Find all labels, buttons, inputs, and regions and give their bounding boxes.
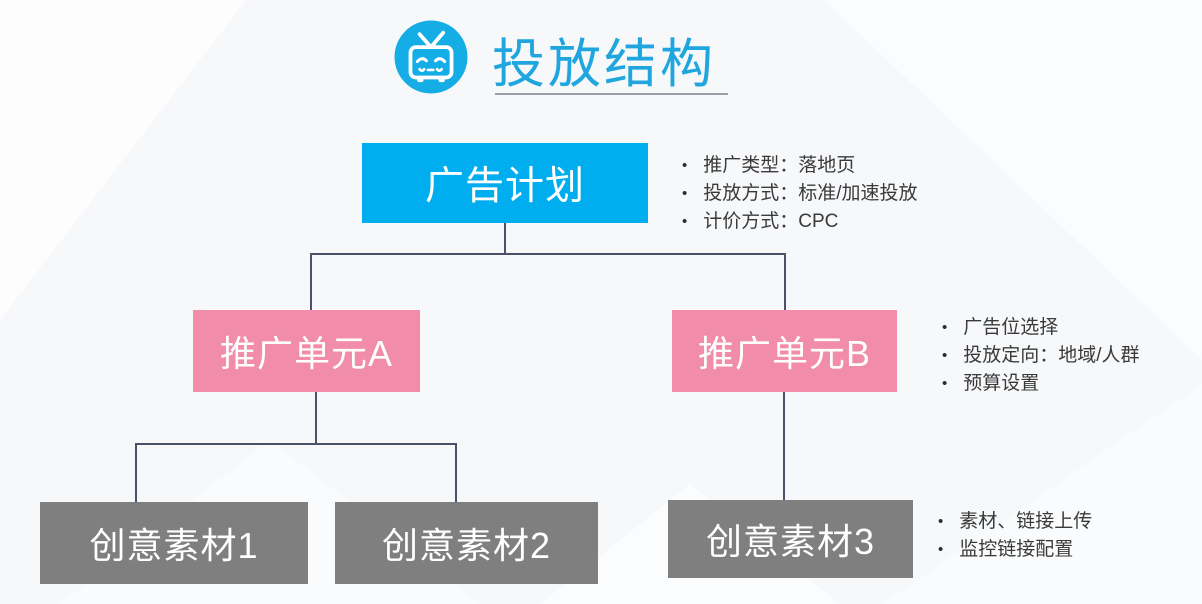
connector-to-creative-3	[783, 392, 785, 500]
bullet-icon: •	[682, 157, 688, 174]
node-unit-b: 推广单元B	[672, 310, 897, 392]
connector-to-unit-a	[310, 253, 312, 310]
node-creative-2: 创意素材2	[335, 502, 598, 584]
node-creative-3: 创意素材3	[668, 500, 913, 578]
note-text: 推广类型：落地页	[703, 155, 856, 176]
page-title: 投放结构	[492, 35, 716, 94]
note-item: • 素材、链接上传	[938, 508, 1092, 536]
background-triangle	[882, 384, 1202, 604]
note-item: • 监控链接配置	[938, 536, 1092, 564]
note-item: • 投放方式：标准/加速投放	[682, 180, 918, 208]
creative-notes-list: • 素材、链接上传 • 监控链接配置	[938, 508, 1092, 564]
connector-plan-branch	[310, 253, 786, 255]
node-ad-plan: 广告计划	[362, 143, 648, 223]
connector-unit-a-branch	[135, 443, 457, 445]
unit-notes-list: • 广告位选择 • 投放定向：地域/人群 • 预算设置	[942, 314, 1140, 398]
tv-mascot-icon	[393, 19, 469, 95]
node-unit-a: 推广单元A	[193, 310, 420, 392]
bullet-icon: •	[942, 347, 948, 364]
node-creative-1: 创意素材1	[40, 502, 308, 584]
connector-to-creative-1	[135, 443, 137, 502]
bullet-icon: •	[682, 213, 688, 230]
background-triangle	[0, 0, 246, 320]
connector-unit-a-down	[315, 392, 317, 444]
plan-notes-list: • 推广类型：落地页 • 投放方式：标准/加速投放 • 计价方式：CPC	[682, 152, 918, 236]
connector-plan-down	[504, 223, 506, 254]
note-text: 投放定向：地域/人群	[963, 345, 1140, 366]
note-text: 投放方式：标准/加速投放	[703, 183, 918, 204]
note-text: 监控链接配置	[959, 539, 1074, 560]
connector-to-unit-b	[784, 253, 786, 310]
note-item: • 推广类型：落地页	[682, 152, 918, 180]
note-text: 预算设置	[963, 373, 1040, 394]
bullet-icon: •	[942, 375, 948, 392]
note-text: 素材、链接上传	[959, 511, 1093, 532]
note-text: 广告位选择	[963, 317, 1059, 338]
bullet-icon: •	[938, 541, 944, 558]
title-underline	[495, 93, 728, 95]
note-item: • 广告位选择	[942, 314, 1140, 342]
note-item: • 计价方式：CPC	[682, 208, 918, 236]
bullet-icon: •	[942, 319, 948, 336]
bullet-icon: •	[682, 185, 688, 202]
note-text: 计价方式：CPC	[703, 211, 839, 232]
connector-to-creative-2	[455, 443, 457, 502]
bullet-icon: •	[938, 513, 944, 530]
note-item: • 预算设置	[942, 370, 1140, 398]
note-item: • 投放定向：地域/人群	[942, 342, 1140, 370]
